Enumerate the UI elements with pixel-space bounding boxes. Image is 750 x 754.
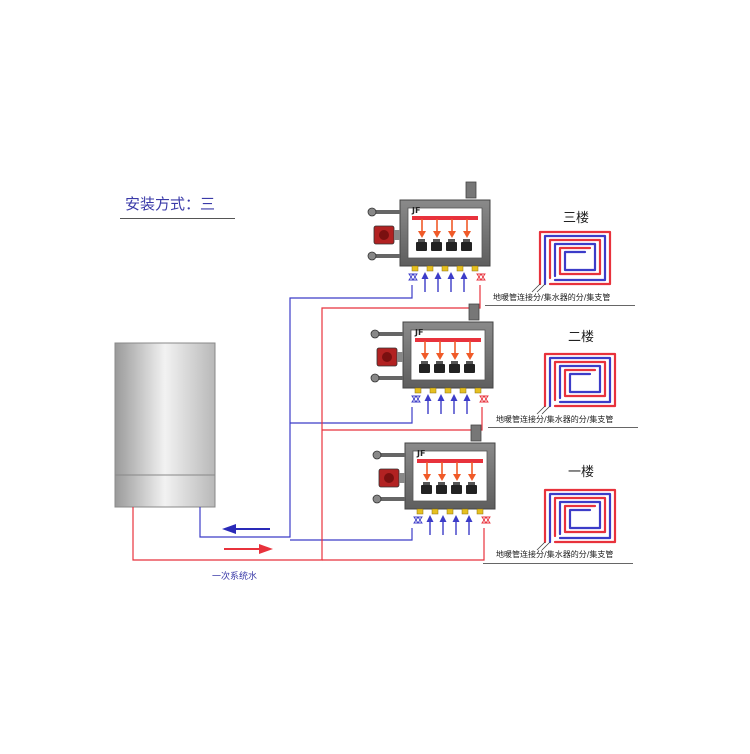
supply-main-pipe xyxy=(132,285,481,561)
supply-flow-arrow xyxy=(224,544,273,554)
fitting xyxy=(431,508,439,515)
return-branch-floor1 xyxy=(290,528,413,541)
actuator xyxy=(451,485,462,494)
actuator xyxy=(449,364,460,373)
coil-leader xyxy=(536,541,551,551)
fitting xyxy=(441,265,449,272)
fitting xyxy=(474,387,482,394)
fitting xyxy=(426,265,434,272)
valve xyxy=(370,329,380,339)
actuator xyxy=(416,242,427,251)
supply-valve xyxy=(481,516,491,524)
return-branch-floor2 xyxy=(290,407,413,424)
fitting xyxy=(444,387,452,394)
fitting xyxy=(471,265,479,272)
supply-valve xyxy=(479,395,489,403)
floor-caption-2: 地暖管连接分/集水器的分/集支管 xyxy=(496,415,614,424)
flow-arrows xyxy=(222,524,273,554)
actuator xyxy=(466,485,477,494)
actuator xyxy=(446,242,457,251)
supply-valve xyxy=(476,273,486,281)
return-valve xyxy=(413,516,423,524)
floor-caption-3: 地暖管连接分/集水器的分/集支管 xyxy=(493,293,611,302)
supply-header xyxy=(412,216,478,220)
coil-leader xyxy=(536,405,551,415)
actuator xyxy=(461,242,472,251)
manifold-unit-3: JF xyxy=(367,181,491,292)
brand-label: JF xyxy=(411,206,420,215)
fitting xyxy=(476,508,484,515)
actuator xyxy=(434,364,445,373)
actuator xyxy=(464,364,475,373)
floor-heating-coil-2 xyxy=(536,352,617,415)
system-water-label: 一次系统水 xyxy=(212,572,258,582)
return-valve xyxy=(411,395,421,403)
fitting xyxy=(461,508,469,515)
air-vent xyxy=(465,181,477,199)
valve xyxy=(370,373,380,383)
return-valve xyxy=(408,273,418,281)
fitting xyxy=(446,508,454,515)
supply-header xyxy=(417,459,483,463)
actuator xyxy=(436,485,447,494)
coil-leader xyxy=(531,283,546,293)
floor-heating-coil-1 xyxy=(536,488,617,551)
caption-underline-2 xyxy=(488,427,638,428)
manifold-unit-1: JF xyxy=(372,424,496,535)
actuator xyxy=(431,242,442,251)
fitting xyxy=(411,265,419,272)
fitting xyxy=(456,265,464,272)
floor-label-2: 二楼 xyxy=(568,330,595,345)
title-underline xyxy=(120,218,235,219)
return-main-pipe xyxy=(199,285,413,538)
valve xyxy=(372,494,382,504)
valve xyxy=(372,450,382,460)
boiler xyxy=(114,342,216,508)
actuator xyxy=(419,364,430,373)
floor-label-1: 一楼 xyxy=(568,465,595,480)
main-piping xyxy=(132,285,485,561)
floor-heating-coil-3 xyxy=(531,230,612,293)
fitting xyxy=(416,508,424,515)
page-title: 安装方式：三 xyxy=(125,195,216,213)
brand-label: JF xyxy=(414,328,423,337)
return-flow-arrow xyxy=(222,524,270,534)
fitting xyxy=(429,387,437,394)
brand-label: JF xyxy=(416,449,425,458)
actuator xyxy=(421,485,432,494)
fitting xyxy=(414,387,422,394)
caption-underline-3 xyxy=(485,305,635,306)
supply-branch-floor1 xyxy=(322,528,485,561)
air-vent xyxy=(468,303,480,321)
supply-header xyxy=(415,338,481,342)
valve xyxy=(367,251,377,261)
fitting xyxy=(459,387,467,394)
floor-label-3: 三楼 xyxy=(563,211,590,226)
supply-branch-floor2 xyxy=(322,407,483,431)
manifold-unit-2: JF xyxy=(370,303,494,414)
floor-caption-1: 地暖管连接分/集水器的分/集支管 xyxy=(496,550,614,559)
caption-underline-1 xyxy=(483,563,633,564)
air-vent xyxy=(470,424,482,442)
valve xyxy=(367,207,377,217)
